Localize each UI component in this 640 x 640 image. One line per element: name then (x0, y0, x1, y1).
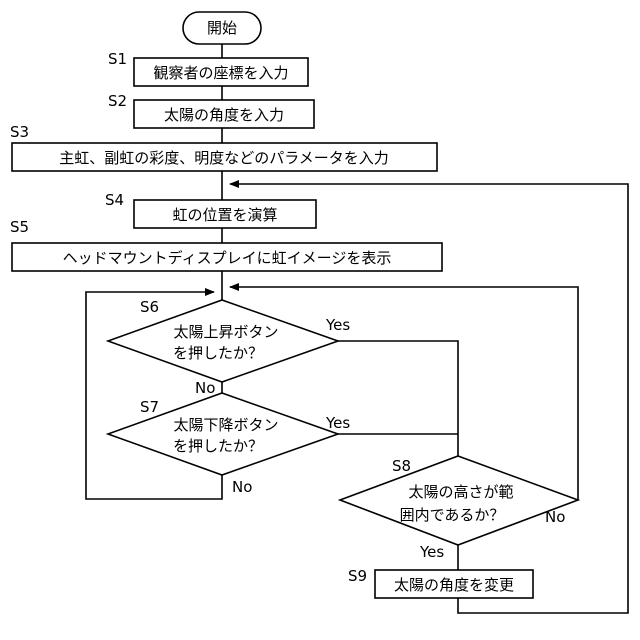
branch-s7-no: No (232, 478, 252, 496)
connector-s6-yes-to-s8 (338, 341, 458, 456)
process-text-s5: ヘッドマウントディスプレイに虹イメージを表示 (63, 249, 392, 267)
branch-s8-no: No (545, 508, 565, 526)
step-id-s8: S8 (392, 457, 411, 475)
branch-s6-no: No (195, 379, 215, 397)
step-id-s3: S3 (10, 123, 29, 141)
decision-text-s8-line2: 囲内であるか？ (400, 506, 505, 524)
process-text-s2: 太陽の角度を入力 (164, 106, 284, 124)
step-id-s2: S2 (108, 92, 127, 110)
step-id-s9: S9 (348, 567, 367, 585)
process-text-s9: 太陽の角度を変更 (394, 576, 514, 594)
decision-text-s7-line2: を押したか？ (173, 437, 263, 455)
branch-s8-yes: Yes (419, 543, 444, 561)
process-text-s1: 観察者の座標を入力 (153, 64, 288, 82)
start-label: 開始 (207, 19, 237, 37)
step-id-s6: S6 (140, 298, 159, 316)
process-text-s4: 虹の位置を演算 (172, 206, 277, 224)
decision-text-s6-line2: を押したか？ (173, 344, 263, 362)
step-id-s7: S7 (140, 398, 159, 416)
process-text-s3: 主虹、副虹の彩度、明度などのパラメータを入力 (59, 149, 389, 167)
branch-s6-yes: Yes (325, 316, 350, 334)
decision-text-s7-line1: 太陽下降ボタン (173, 416, 278, 434)
decision-text-s8-line1: 太陽の高さが範 (408, 483, 513, 501)
step-id-s1: S1 (108, 50, 127, 68)
connector-s9-loop (458, 598, 533, 613)
branch-s7-yes: Yes (325, 414, 350, 432)
step-id-s4: S4 (105, 191, 124, 209)
decision-text-s6-line1: 太陽上昇ボタン (173, 323, 278, 341)
step-id-s5: S5 (10, 218, 29, 236)
